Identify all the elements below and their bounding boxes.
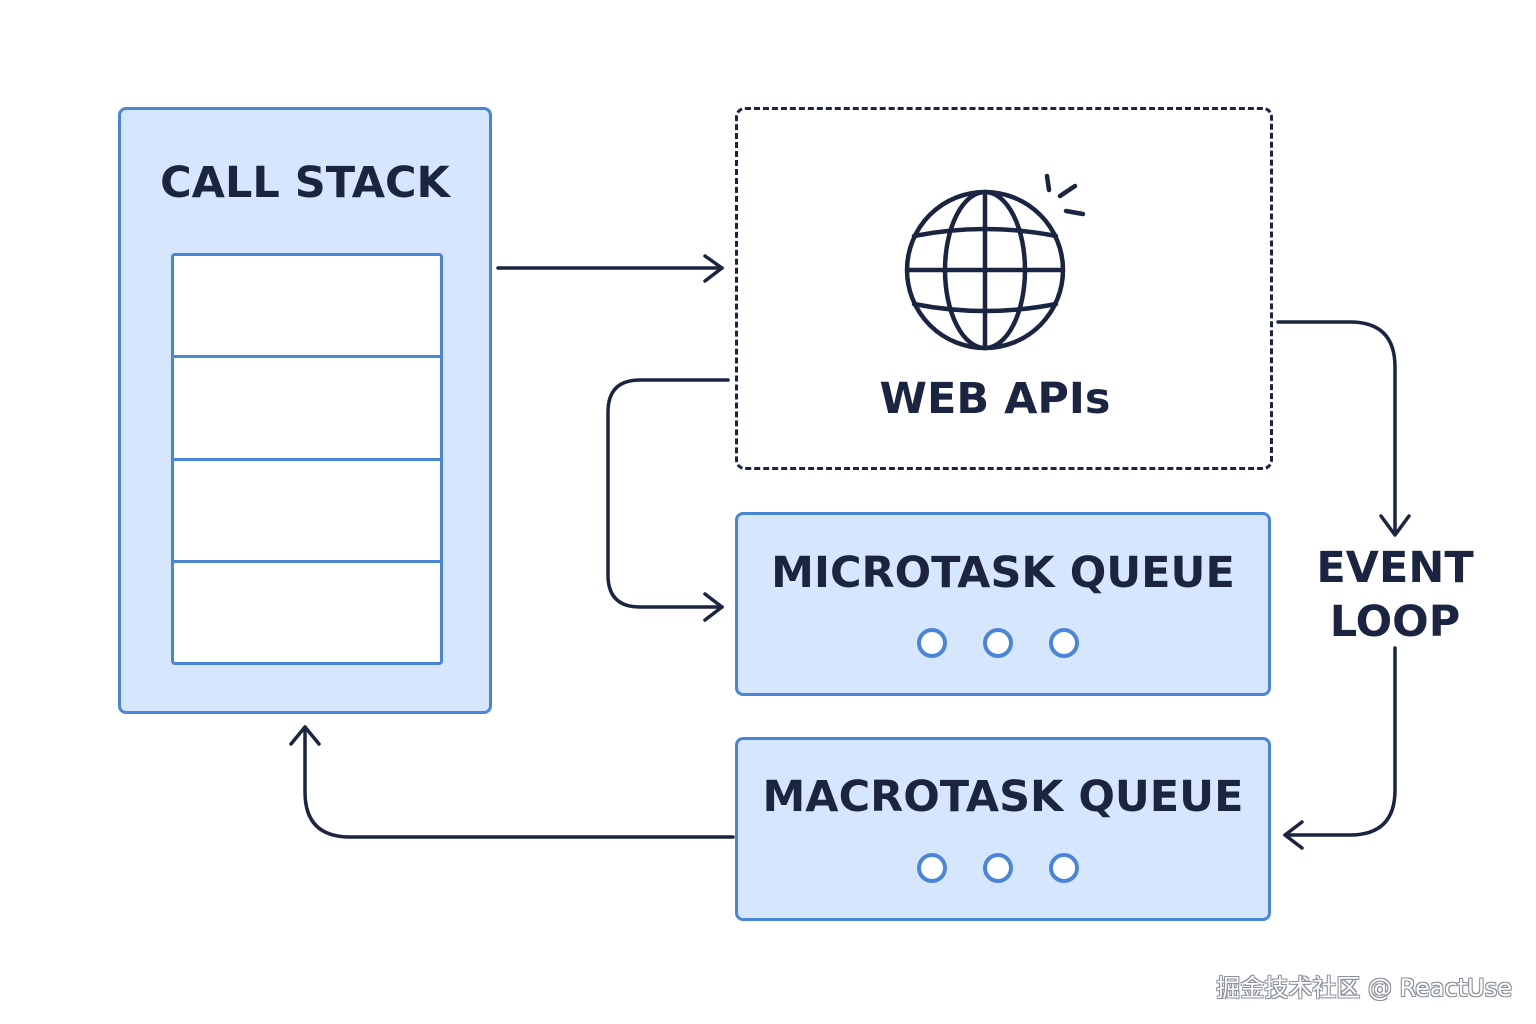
web-apis-title: WEB APIs <box>879 374 1111 424</box>
macrotask-queue-title: MACROTASK QUEUE <box>762 772 1244 822</box>
macrotask-queue-box <box>735 737 1271 921</box>
microtask-item <box>917 628 947 658</box>
arrowhead-callstack-to-webapis <box>703 254 724 283</box>
arrowhead-webapis-to-microtask <box>703 592 724 622</box>
arrowhead-eventloop-to-macrotask <box>1283 820 1304 850</box>
stack-frame <box>174 358 440 461</box>
arrowhead-macrotask-to-callstack <box>289 725 321 746</box>
microtask-item <box>983 628 1013 658</box>
microtask-queue-box <box>735 512 1271 696</box>
arrowhead-webapis-to-eventloop <box>1379 514 1411 537</box>
microtask-item <box>1049 628 1079 658</box>
stack-frames <box>171 253 443 665</box>
watermark: 掘金技术社区 @ ReactUse <box>1216 974 1512 1002</box>
macrotask-item <box>983 853 1013 883</box>
arrow-webapis-to-eventloop <box>1276 320 1397 534</box>
event-loop-line2: LOOP <box>1329 597 1461 647</box>
web-apis-box <box>735 107 1273 470</box>
macrotask-item <box>1049 853 1079 883</box>
globe-icon <box>904 173 1086 351</box>
call-stack-title: CALL STACK <box>160 158 450 208</box>
arrow-macrotask-to-callstack <box>303 725 735 839</box>
arrow-webapis-to-microtask <box>606 378 730 609</box>
stack-frame <box>174 256 440 359</box>
microtask-queue-title: MICROTASK QUEUE <box>771 548 1235 598</box>
event-loop-line1: EVENT <box>1316 543 1474 593</box>
macrotask-item <box>917 853 947 883</box>
stack-frame <box>174 461 440 563</box>
event-loop-label: EVENT LOOP <box>1300 541 1490 649</box>
arrow-eventloop-to-macrotask <box>1283 646 1397 837</box>
